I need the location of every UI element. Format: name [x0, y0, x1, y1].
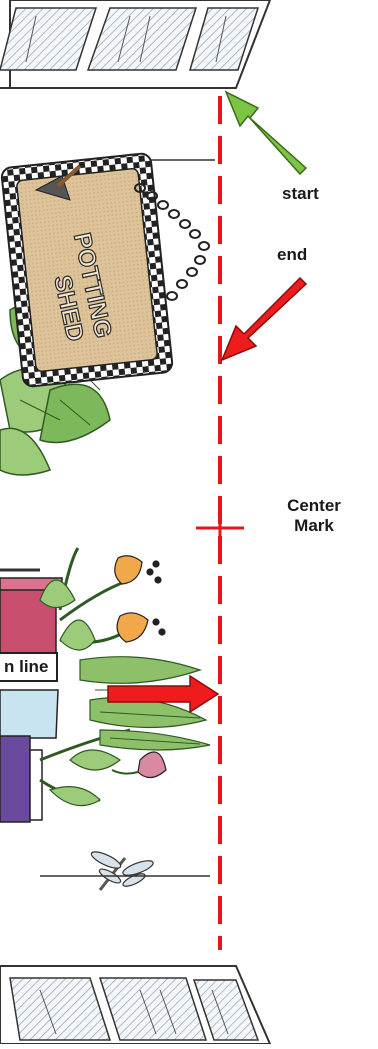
- center-label-line2: Mark: [272, 516, 356, 536]
- blue-pot: [0, 690, 58, 738]
- center-mark: [196, 504, 244, 552]
- center-mark-label: Center Mark: [272, 496, 356, 537]
- top-window: [0, 0, 270, 88]
- start-label: start: [282, 184, 319, 204]
- line-tag-label: n line: [0, 652, 58, 682]
- bottom-window: [0, 966, 270, 1044]
- dragonfly-icon: [89, 849, 154, 890]
- purple-pot: [0, 736, 30, 822]
- end-label: end: [277, 245, 307, 265]
- center-label-line1: Center: [272, 496, 356, 516]
- sign-lettering: POTTING SHED: [40, 212, 130, 362]
- end-arrow-icon: [222, 278, 306, 360]
- start-arrow-icon: [226, 92, 306, 174]
- potted-plants: [0, 548, 210, 890]
